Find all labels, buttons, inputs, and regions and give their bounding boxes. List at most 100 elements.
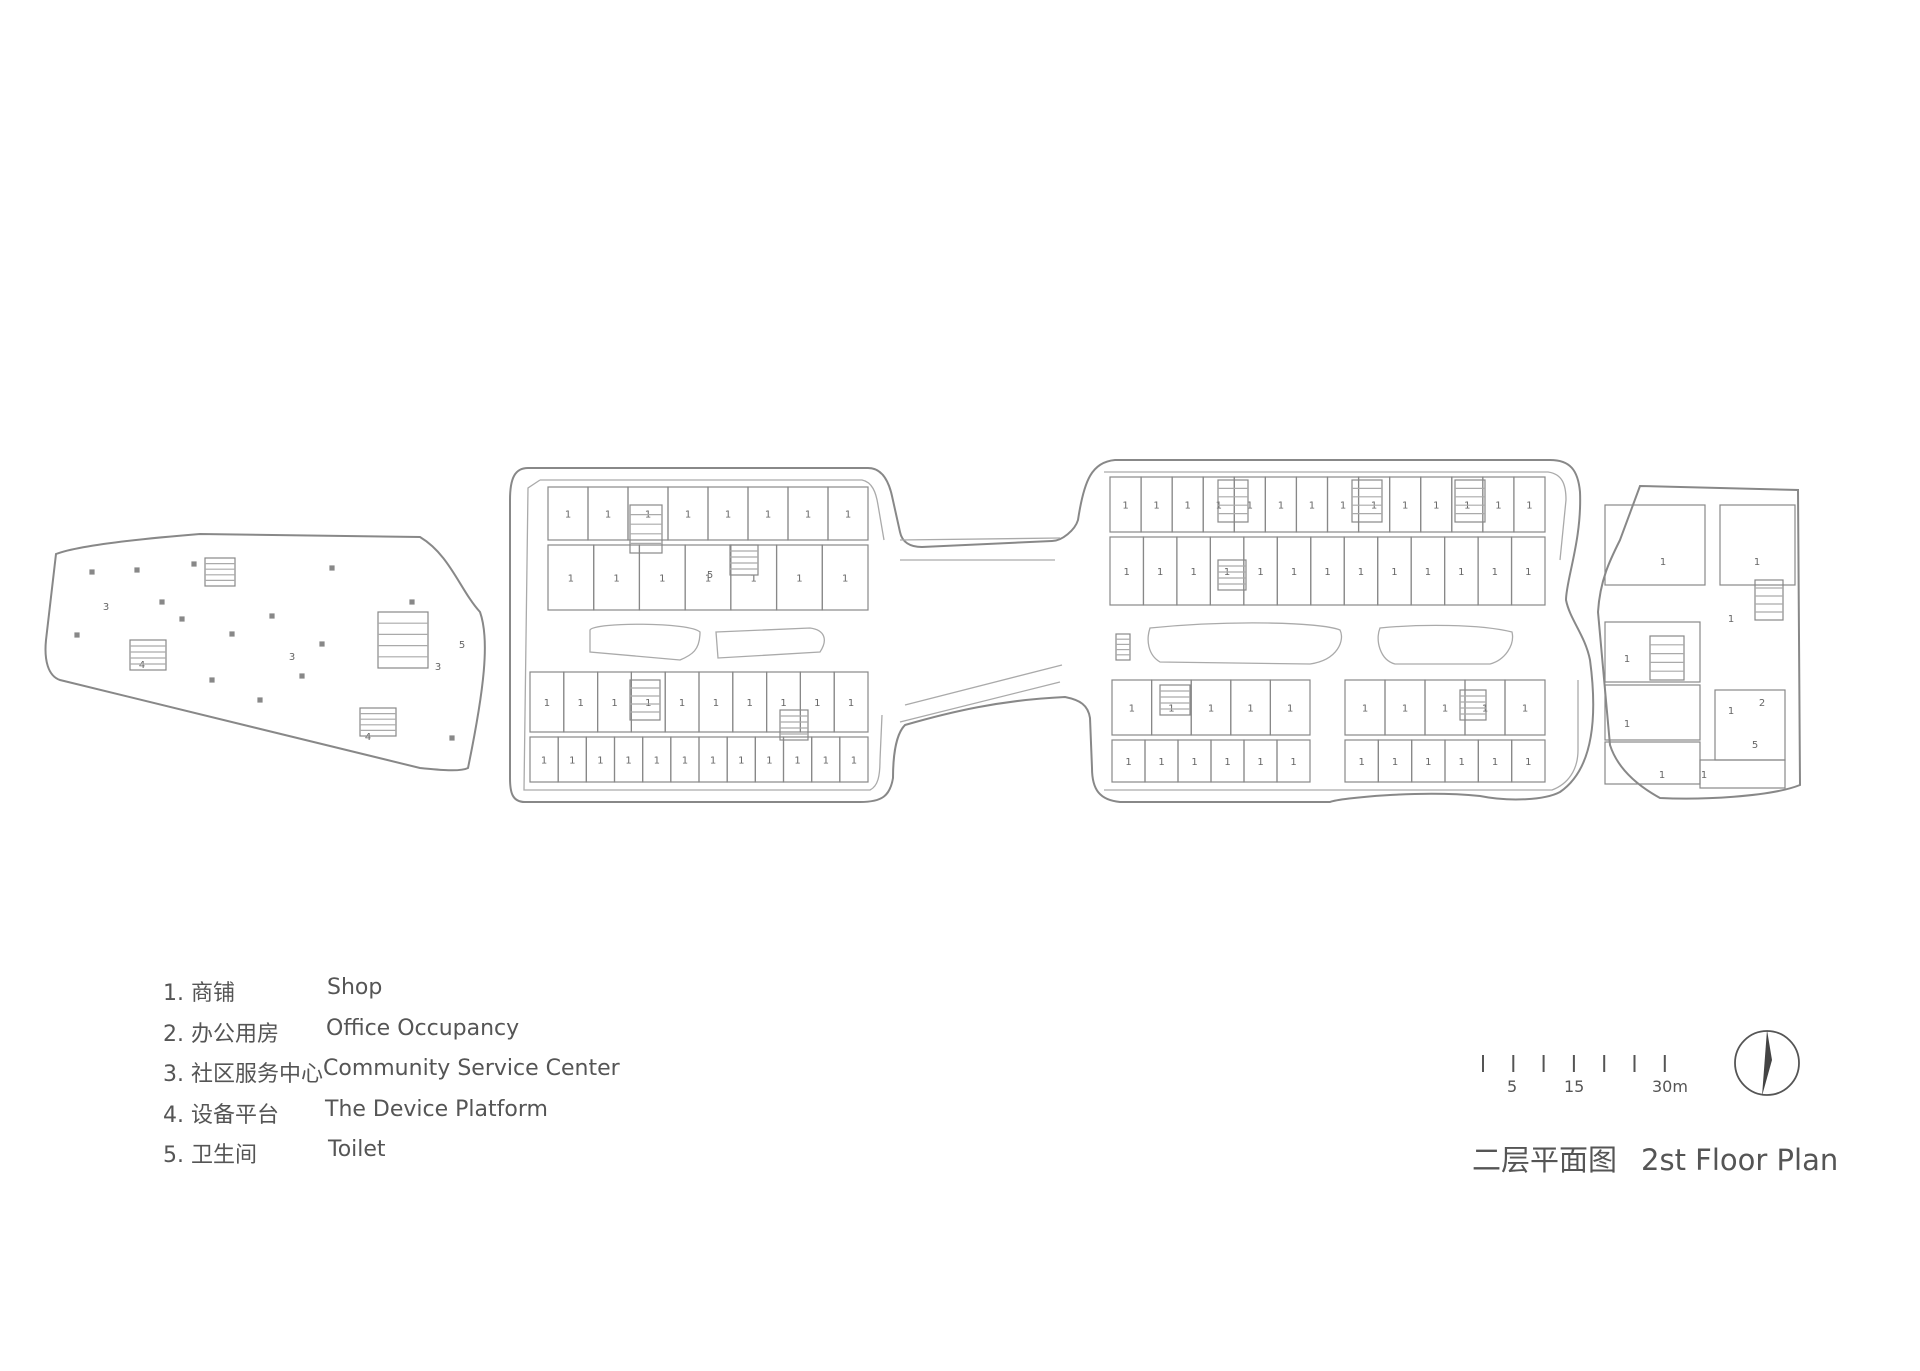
room-label-office: 2 bbox=[1759, 698, 1765, 709]
stair-core bbox=[1217, 559, 1247, 591]
courtyard-void-4 bbox=[1377, 624, 1514, 665]
room-label-shop: 1 bbox=[710, 756, 716, 767]
east-room bbox=[1604, 684, 1701, 741]
room-label-shop: 1 bbox=[1257, 567, 1263, 578]
room-label-shop: 1 bbox=[1624, 719, 1630, 730]
stair-core bbox=[1115, 633, 1131, 661]
room-label-shop: 1 bbox=[1482, 704, 1488, 715]
structural-column bbox=[209, 677, 215, 683]
room-label-shop: 1 bbox=[1522, 704, 1528, 715]
stair-core bbox=[629, 679, 661, 721]
room-label-shop: 1 bbox=[848, 698, 854, 709]
room-label-shop: 1 bbox=[1402, 501, 1408, 512]
room-label-shop: 1 bbox=[780, 698, 786, 709]
room-label-shop: 1 bbox=[1184, 501, 1190, 512]
shop-unit bbox=[1504, 679, 1546, 736]
room-label-shop: 1 bbox=[705, 574, 711, 585]
room-label-shop: 1 bbox=[1224, 757, 1230, 768]
structural-column bbox=[257, 697, 263, 703]
room-label-shop: 1 bbox=[625, 756, 631, 767]
room-label-shop: 1 bbox=[1526, 501, 1532, 512]
room-label-shop: 1 bbox=[1371, 501, 1377, 512]
shop-unit bbox=[1269, 679, 1311, 736]
inner-outline-west bbox=[523, 479, 885, 791]
scale-bar bbox=[1482, 1055, 1666, 1072]
room-label-shop: 1 bbox=[1433, 501, 1439, 512]
structural-column bbox=[229, 631, 235, 637]
stair-core bbox=[729, 544, 759, 576]
structural-column bbox=[449, 735, 455, 741]
room-label-shop: 1 bbox=[605, 510, 611, 521]
room-label-toilet: 5 bbox=[1752, 740, 1758, 751]
room-label-shop: 1 bbox=[1208, 704, 1214, 715]
room-label-shop: 1 bbox=[794, 756, 800, 767]
room-label-community: 3 bbox=[289, 652, 295, 663]
scale-label-30m: 30m bbox=[1652, 1077, 1688, 1096]
room-label-shop: 1 bbox=[1495, 501, 1501, 512]
room-label-shop: 1 bbox=[1464, 501, 1470, 512]
north-arrow-icon bbox=[1734, 1030, 1800, 1096]
structural-column bbox=[409, 599, 415, 605]
room-label-shop: 1 bbox=[823, 756, 829, 767]
east-room bbox=[1604, 621, 1701, 683]
stair-core bbox=[1754, 579, 1784, 621]
west-block-outline bbox=[509, 459, 1595, 803]
community-building-outline bbox=[44, 532, 486, 772]
room-label-shop: 1 bbox=[725, 510, 731, 521]
east-room bbox=[1719, 504, 1796, 586]
room-label-shop: 1 bbox=[1425, 757, 1431, 768]
room-label-shop: 1 bbox=[578, 698, 584, 709]
room-label-shop: 1 bbox=[1728, 614, 1734, 625]
structural-column bbox=[134, 567, 140, 573]
room-label-shop: 1 bbox=[1247, 501, 1253, 512]
room-label-shop: 1 bbox=[1391, 567, 1397, 578]
room-label-shop: 1 bbox=[1458, 757, 1464, 768]
courtyard-void-3 bbox=[1147, 622, 1343, 665]
room-label-shop: 1 bbox=[1153, 501, 1159, 512]
room-label-shop: 1 bbox=[814, 698, 820, 709]
room-label-shop: 1 bbox=[685, 510, 691, 521]
room-label-shop: 1 bbox=[611, 698, 617, 709]
room-label-shop: 1 bbox=[766, 756, 772, 767]
room-label-device: 4 bbox=[139, 660, 145, 671]
room-label-shop: 1 bbox=[1340, 501, 1346, 512]
room-label-shop: 1 bbox=[845, 510, 851, 521]
room-label-shop: 1 bbox=[565, 510, 571, 521]
bridge-south bbox=[899, 664, 1063, 723]
room-label-shop: 1 bbox=[1701, 770, 1707, 781]
shop-unit bbox=[821, 544, 869, 611]
stair-core bbox=[1649, 635, 1685, 681]
room-label-shop: 1 bbox=[1125, 757, 1131, 768]
shop-unit bbox=[1511, 739, 1546, 783]
room-label-shop: 1 bbox=[713, 698, 719, 709]
room-label-toilet: 5 bbox=[459, 640, 465, 651]
room-label-shop: 1 bbox=[1122, 501, 1128, 512]
stair-core bbox=[779, 709, 809, 741]
room-label-shop: 1 bbox=[1358, 757, 1364, 768]
room-label-shop: 1 bbox=[1392, 757, 1398, 768]
east-building-outline bbox=[1596, 484, 1802, 800]
room-label-shop: 1 bbox=[1247, 704, 1253, 715]
stair-core bbox=[359, 707, 397, 737]
structural-column bbox=[269, 613, 275, 619]
stair-core bbox=[1459, 689, 1487, 721]
room-label-shop: 1 bbox=[1525, 757, 1531, 768]
room-label-shop: 1 bbox=[1278, 501, 1284, 512]
room-label-shop: 1 bbox=[1190, 567, 1196, 578]
room-label-shop: 1 bbox=[751, 574, 757, 585]
title-chinese: 二层平面图 bbox=[1472, 1143, 1618, 1177]
structural-column bbox=[179, 616, 185, 622]
room-label-community: 3 bbox=[103, 602, 109, 613]
room-label-shop: 1 bbox=[1402, 704, 1408, 715]
room-label-shop: 1 bbox=[1124, 567, 1130, 578]
room-label-community: 3 bbox=[435, 662, 441, 673]
room-label-shop: 1 bbox=[1291, 567, 1297, 578]
room-label-shop: 1 bbox=[765, 510, 771, 521]
courtyard-void-1 bbox=[589, 623, 701, 661]
room-label-shop: 1 bbox=[1728, 706, 1734, 717]
room-label-shop: 1 bbox=[1425, 567, 1431, 578]
room-label-shop: 1 bbox=[1290, 757, 1296, 768]
scale-label-15: 15 bbox=[1564, 1077, 1585, 1096]
east-room bbox=[1714, 689, 1786, 761]
